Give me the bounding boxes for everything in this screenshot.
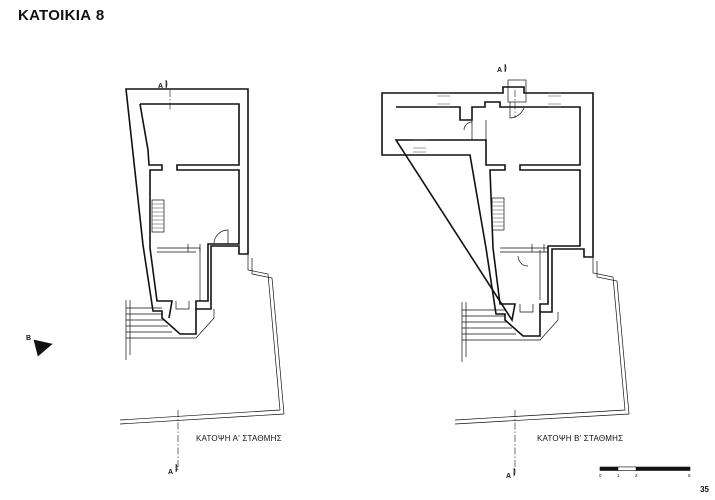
partition (157, 247, 201, 301)
window (548, 92, 561, 108)
partition (175, 301, 190, 310)
window (413, 139, 426, 153)
north-arrow-label: B (26, 335, 31, 342)
door-swing (213, 229, 229, 245)
courtyard-boundary (119, 254, 285, 425)
door-swing (517, 255, 529, 267)
window (437, 92, 450, 108)
section-label-bottom: A (168, 469, 173, 476)
scale-tick: 1 (617, 473, 620, 478)
terrace-steps (126, 307, 215, 339)
terrace-edge (125, 300, 131, 360)
sheet-title: ΚΑΤΟΙΚΙΑ 8 (18, 7, 105, 24)
plan-caption-ground-floor: ΚΑΤΟΨΗ Α' ΣΤΑΘΜΗΣ (196, 434, 282, 443)
section-label-bottom: A (506, 473, 511, 480)
staircase (491, 197, 505, 231)
partition (187, 244, 201, 252)
door-swing (463, 121, 473, 131)
scale-bar: 0 1 2 5 (599, 466, 691, 478)
partition (500, 247, 548, 253)
plan-ground-floor: A A (119, 79, 285, 476)
courtyard-boundary (454, 257, 630, 425)
section-axis (169, 90, 179, 470)
section-arrow-bottom (175, 463, 178, 473)
section-arrow-top (504, 63, 507, 73)
north-arrow-icon (33, 339, 53, 357)
staircase (151, 199, 165, 233)
plan-first-floor: A A (381, 63, 630, 480)
section-label-top: A (158, 83, 163, 90)
scale-tick: 0 (599, 473, 602, 478)
outer-wall (381, 86, 594, 337)
partition (471, 120, 487, 140)
terrace-steps (462, 309, 559, 341)
entrance-frame (507, 79, 527, 103)
section-arrow-top (165, 79, 168, 89)
terrace-edge (461, 302, 467, 362)
section-label-top: A (497, 67, 502, 74)
plan-caption-first-floor: ΚΑΤΟΨΗ Β' ΣΤΑΘΜΗΣ (537, 434, 624, 443)
page-number: 35 (700, 485, 709, 494)
inner-wall (139, 103, 240, 319)
partition (531, 244, 545, 252)
scale-tick: 5 (688, 473, 691, 478)
north-arrow: B (26, 335, 53, 357)
door-swing (509, 102, 525, 119)
partition (519, 304, 534, 313)
scale-tick: 2 (635, 473, 638, 478)
section-arrow-bottom (513, 467, 516, 477)
